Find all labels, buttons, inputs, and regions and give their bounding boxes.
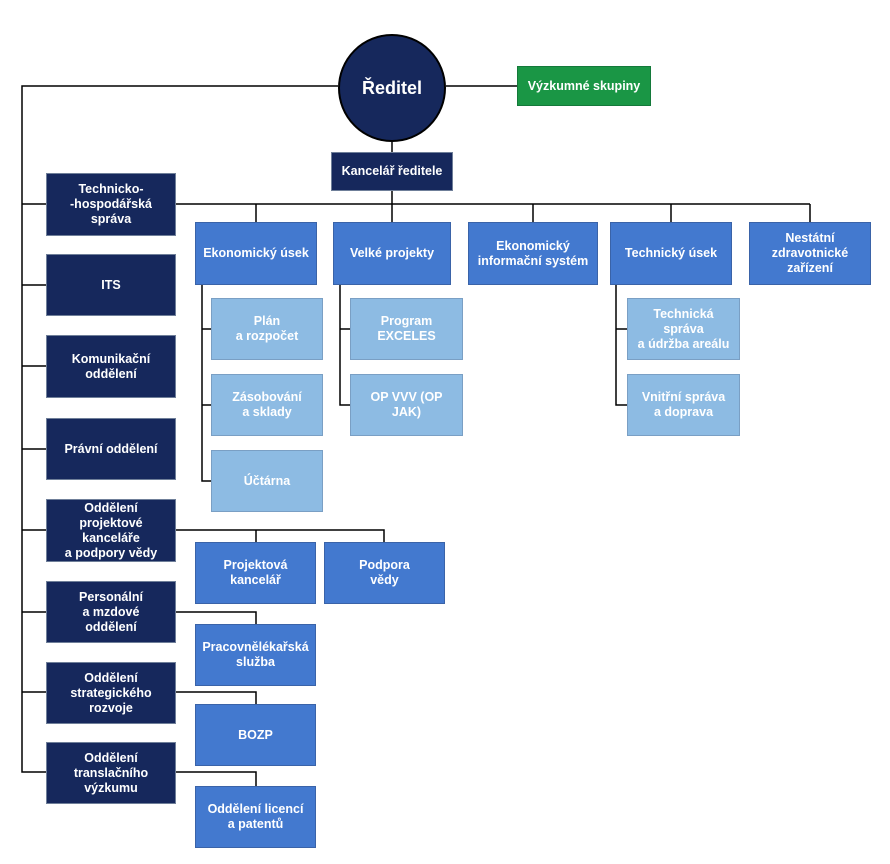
dept-its: ITS [46, 254, 176, 316]
unit-technical: Technický úsek [610, 222, 732, 285]
dept-strategy: Oddělení strategického rozvoje [46, 662, 176, 724]
unit-economic-info-system: Ekonomický informační systém [468, 222, 598, 285]
subunit-plan-budget: Plán a rozpočet [211, 298, 323, 360]
subunit-licenses-patents: Oddělení licencí a patentů [195, 786, 316, 848]
unit-economic: Ekonomický úsek [195, 222, 317, 285]
unit-large-projects: Velké projekty [333, 222, 451, 285]
subunit-supply-warehouses: Zásobování a sklady [211, 374, 323, 436]
subunit-technical-maintenance: Technická správa a údržba areálu [627, 298, 740, 360]
subunit-science-support: Podpora vědy [324, 542, 445, 604]
research-groups-node: Výzkumné skupiny [517, 66, 651, 106]
dept-translational: Oddělení translačního výzkumu [46, 742, 176, 804]
dept-hr: Personální a mzdové oddělení [46, 581, 176, 643]
dept-legal: Právní oddělení [46, 418, 176, 480]
subunit-accounting: Účtárna [211, 450, 323, 512]
dept-communication: Komunikační oddělení [46, 335, 176, 398]
subunit-occupational-health: Pracovnělékařská služba [195, 624, 316, 686]
dept-technical-economic: Technicko- -hospodářská správa [46, 173, 176, 236]
dept-project-office: Oddělení projektové kanceláře a podpory … [46, 499, 176, 562]
directors-office-node: Kancelář ředitele [331, 152, 453, 191]
unit-non-state-health: Nestátní zdravotnické zařízení [749, 222, 871, 285]
subunit-op-vvv: OP VVV (OP JAK) [350, 374, 463, 436]
subunit-internal-transport: Vnitřní správa a doprava [627, 374, 740, 436]
subunit-bozp: BOZP [195, 704, 316, 766]
subunit-program-exceles: Program EXCELES [350, 298, 463, 360]
director-node: Ředitel [338, 34, 446, 142]
subunit-project-office: Projektová kancelář [195, 542, 316, 604]
